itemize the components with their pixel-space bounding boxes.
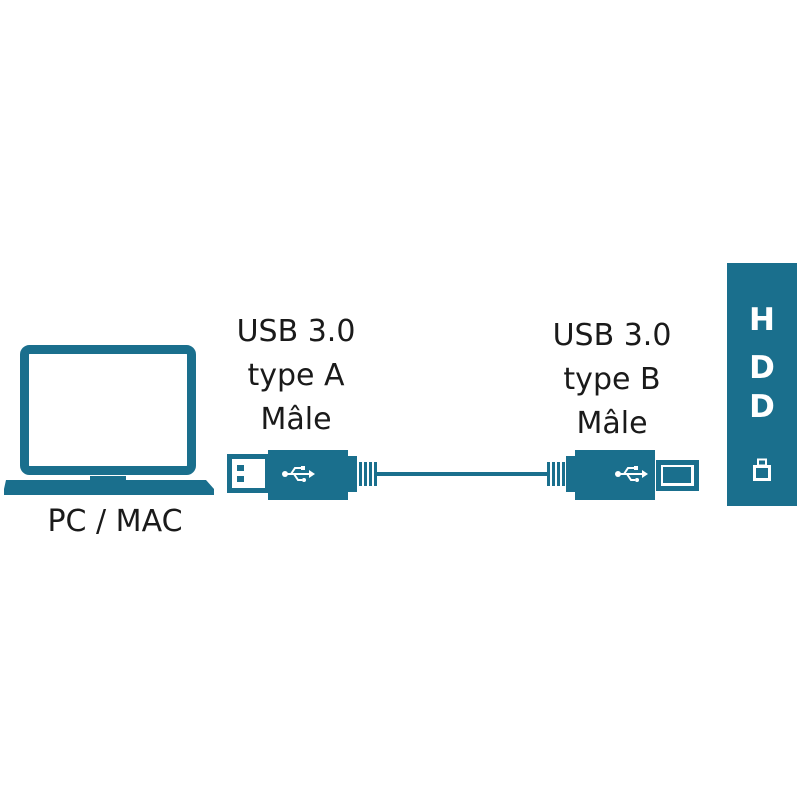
- usb-icon: [615, 466, 648, 482]
- connector-b-line1: USB 3.0: [552, 318, 672, 353]
- laptop-icon: [4, 345, 214, 495]
- connector-b-line2: type B: [563, 362, 661, 397]
- connector-a-line1: USB 3.0: [236, 314, 356, 349]
- usb-icon: [282, 466, 315, 482]
- cable: [377, 472, 547, 476]
- connector-b-label: USB 3.0 type B Mâle: [538, 314, 686, 446]
- connector-a-line2: type A: [247, 358, 345, 393]
- pc-label: PC / MAC: [47, 504, 183, 539]
- usb-type-a-plug: [227, 450, 377, 500]
- usb-type-b-plug: [547, 450, 699, 500]
- connector-b-line3: Mâle: [576, 406, 648, 441]
- usb-port-icon: [753, 458, 771, 481]
- strain-relief-b: [547, 462, 565, 486]
- hdd-letter-h: H: [749, 302, 775, 338]
- connector-a-label: USB 3.0 type A Mâle: [221, 310, 371, 442]
- hdd-box: H D D: [727, 263, 797, 506]
- hdd-letter-d1: D: [749, 350, 775, 386]
- strain-relief-a: [359, 462, 377, 486]
- connector-a-line3: Mâle: [260, 402, 332, 437]
- hdd-letter-d2: D: [749, 389, 775, 425]
